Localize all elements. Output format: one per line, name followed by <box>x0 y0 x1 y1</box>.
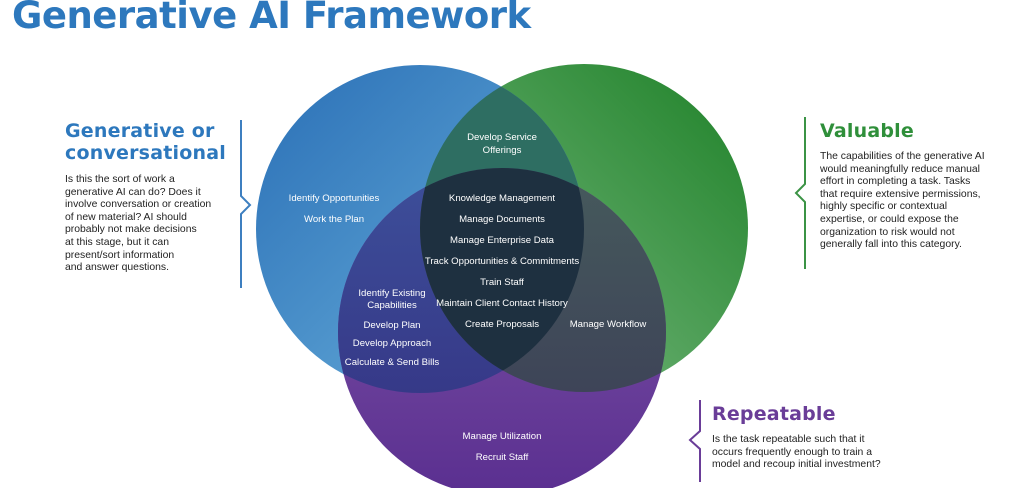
heading-line: Generative or <box>65 120 215 142</box>
region-label: Develop Service <box>467 132 537 143</box>
region-label: Create Proposals <box>465 319 539 330</box>
region-label: Manage Workflow <box>570 319 647 330</box>
region-label: Identify Opportunities <box>289 193 380 204</box>
region-label: Develop Approach <box>353 338 431 349</box>
panel-description: Is this the sort of work a generative AI… <box>65 174 235 275</box>
bracket-repeatable <box>688 400 701 482</box>
panel-heading: Valuable <box>820 120 914 142</box>
description-line: probably not make decisions <box>65 224 197 236</box>
description-line: would meaningfully reduce manual <box>820 163 980 175</box>
bracket-valuable <box>794 117 806 269</box>
bracket-generative <box>240 120 252 288</box>
region-label: Identify Existing <box>358 288 425 299</box>
description-line: occurs frequently enough to train a <box>712 446 872 458</box>
region-label: Recruit Staff <box>476 452 529 463</box>
panel-description: Is the task repeatable such that it occu… <box>712 434 912 472</box>
region-repeatable-only: Manage Utilization Recruit Staff <box>463 431 542 463</box>
description-line: involve conversation or creation <box>65 199 212 211</box>
region-label: Calculate & Send Bills <box>345 357 440 368</box>
page-title: Generative AI Framework <box>12 0 531 37</box>
description-line: organization to risk would not <box>820 226 955 238</box>
region-label: Train Staff <box>480 277 524 288</box>
panel-heading: Repeatable <box>712 403 836 425</box>
region-label: Track Opportunities & Commitments <box>425 256 579 267</box>
region-label: Maintain Client Contact History <box>436 298 568 309</box>
description-line: highly specific or contextual <box>820 201 948 213</box>
description-line: present/sort information <box>65 249 175 261</box>
description-line: effort in completing a task. Tasks <box>820 176 971 188</box>
description-line: The capabilities of the generative AI <box>820 151 985 162</box>
region-generative-only: Identify Opportunities Work the Plan <box>289 193 380 225</box>
region-generative-repeatable: Identify Existing Capabilities Develop P… <box>345 288 440 368</box>
panel-generative: Generative or conversational Is this the… <box>65 120 235 275</box>
region-label: Manage Documents <box>459 214 545 225</box>
description-line: that require extensive permissions, <box>820 188 981 200</box>
description-line: generative AI can do? Does it <box>65 186 201 198</box>
panel-description: The capabilities of the generative AI wo… <box>820 151 1020 252</box>
description-line: model and recoup initial investment? <box>712 459 881 471</box>
region-valuable-repeatable: Manage Workflow <box>570 319 647 330</box>
overlap-all-three <box>420 168 584 392</box>
description-line: of new material? AI should <box>65 211 187 223</box>
region-label: Offerings <box>483 145 522 156</box>
panel-valuable: Valuable The capabilities of the generat… <box>820 120 1020 252</box>
description-line: expertise, or could expose the <box>820 213 959 225</box>
region-generative-valuable: Develop Service Offerings <box>467 132 537 156</box>
region-label: Knowledge Management <box>449 193 555 204</box>
region-label: Capabilities <box>367 300 417 311</box>
description-line: Is this the sort of work a <box>65 174 175 185</box>
region-all-three: Knowledge Management Manage Documents Ma… <box>425 193 579 330</box>
region-label: Develop Plan <box>363 320 420 331</box>
region-label: Manage Utilization <box>463 431 542 442</box>
heading-line: conversational <box>65 142 226 164</box>
panel-heading: Generative or conversational <box>65 120 235 164</box>
description-line: generally fall into this category. <box>820 239 962 251</box>
region-label: Work the Plan <box>304 214 364 225</box>
description-line: and answer questions. <box>65 262 169 274</box>
description-line: at this stage, but it can <box>65 236 169 248</box>
region-label: Manage Enterprise Data <box>450 235 555 246</box>
description-line: Is the task repeatable such that it <box>712 434 865 445</box>
panel-repeatable: Repeatable Is the task repeatable such t… <box>712 403 912 472</box>
